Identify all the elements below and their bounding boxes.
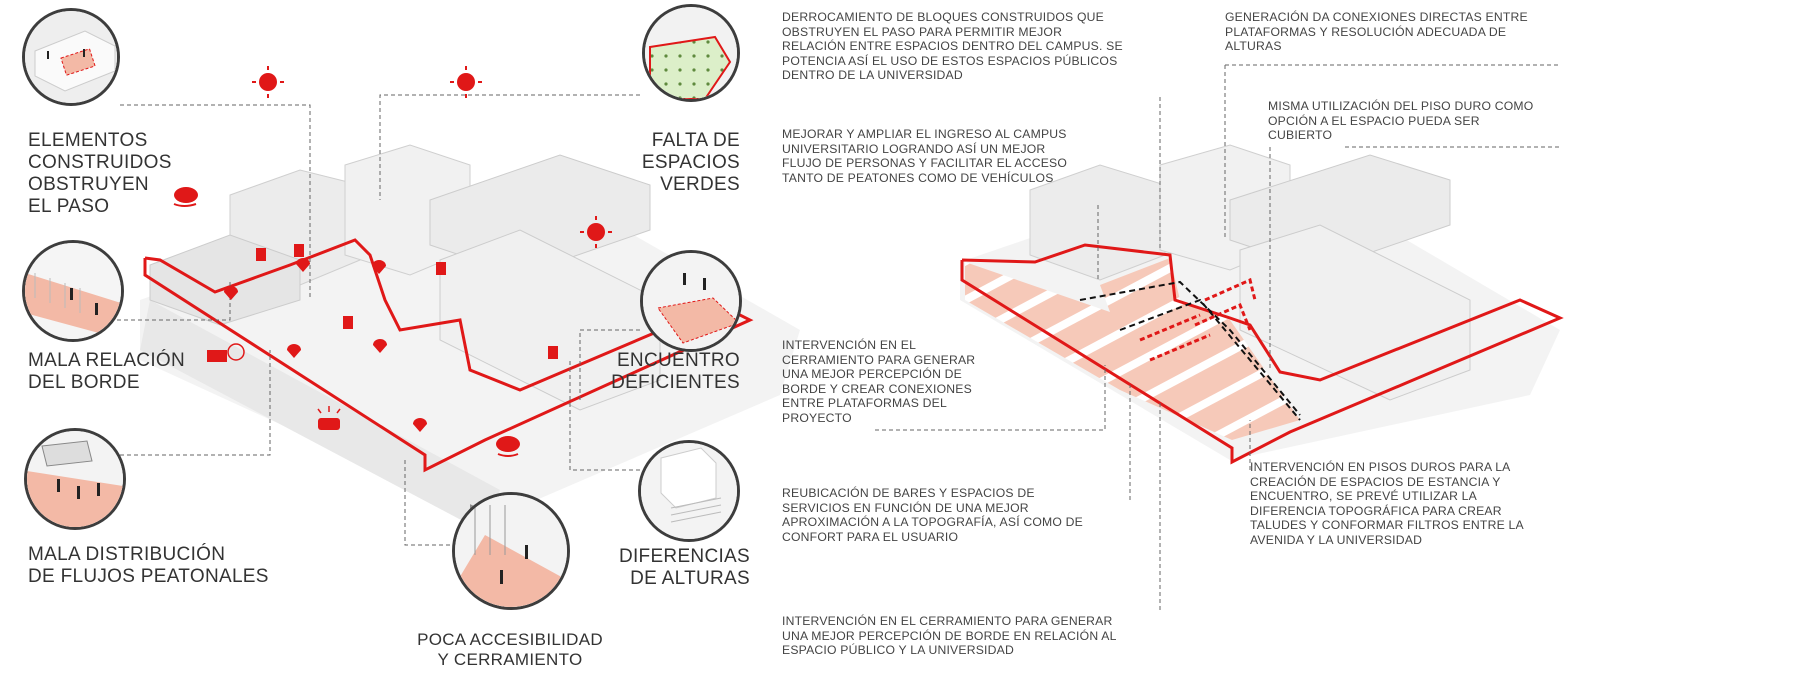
label-green: FALTA DE ESPACIOS VERDES bbox=[560, 130, 740, 196]
label-line: DEFICIENTES bbox=[611, 372, 740, 393]
label-line: DE ALTURAS bbox=[630, 568, 750, 589]
sun-icon bbox=[450, 66, 482, 98]
label-line: DEL BORDE bbox=[28, 372, 140, 393]
note-line: DERROCAMIENTO DE BLOQUES CONSTRUIDOS QUE bbox=[782, 10, 1104, 24]
note-line: OBSTRUYEN EL PASO PARA PERMITIR MEJOR bbox=[782, 24, 1063, 39]
callout-edge bbox=[22, 240, 124, 342]
note-connections: GENERACIÓN DA CONEXIONES DIRECTAS ENTRE … bbox=[1225, 10, 1560, 54]
note-hard-floors-stay: INTERVENCIÓN EN PISOS DUROS PARA LA CREA… bbox=[1250, 460, 1560, 548]
note-line: DIFERENCIA TOPOGRÁFICA PARA CREAR bbox=[1250, 503, 1502, 518]
note-line: SERVICIOS EN FUNCIÓN DE UNA MEJOR bbox=[782, 500, 1029, 515]
note-line: APROXIMACIÓN A LA TOPOGRAFÍA, ASÍ COMO D… bbox=[782, 515, 1084, 530]
note-line: REUBICACIÓN DE BARES Y ESPACIOS DE bbox=[782, 486, 1035, 500]
left-site-boundary bbox=[143, 238, 754, 473]
label-line: OBSTRUYEN bbox=[28, 174, 149, 195]
note-line: BORDE Y CREAR CONEXIONES bbox=[782, 381, 972, 396]
note-line: CREACIÓN DE ESPACIOS DE ESTANCIA Y bbox=[1250, 474, 1501, 489]
right-leader-lines bbox=[875, 64, 1560, 610]
note-line: POTENCIA ASÍ EL USO DE ESTOS ESPACIOS PÚ… bbox=[782, 53, 1118, 68]
note-line: PLATAFORMAS Y RESOLUCIÓN ADECUADA DE bbox=[1225, 24, 1507, 39]
label-edge: MALA RELACIÓN DEL BORDE bbox=[28, 350, 185, 394]
note-line: AVENIDA Y LA UNIVERSIDAD bbox=[1250, 532, 1423, 547]
note-demolition: DERROCAMIENTO DE BLOQUES CONSTRUIDOS QUE… bbox=[782, 10, 1134, 83]
note-line: TALUDES Y CONFORMAR FILTROS ENTRE LA bbox=[1250, 518, 1524, 533]
note-bars: REUBICACIÓN DE BARES Y ESPACIOS DE SERVI… bbox=[782, 486, 1126, 544]
note-line: INTERVENCIÓN EN EL bbox=[782, 338, 917, 352]
label-line: POCA ACCESIBILIDAD bbox=[417, 630, 603, 649]
note-line: FLUJO DE PERSONAS Y FACILITAR EL ACCESO bbox=[782, 156, 1068, 171]
label-obstruction: ELEMENTOS CONSTRUIDOS OBSTRUYEN EL PASO bbox=[28, 130, 172, 218]
label-line: FALTA DE bbox=[651, 130, 740, 151]
label-flows: MALA DISTRIBUCIÓN DE FLUJOS PEATONALES bbox=[28, 544, 269, 588]
right-axonometric bbox=[875, 64, 1564, 610]
right-site-boundary bbox=[960, 243, 1564, 465]
note-line: MEJORAR Y AMPLIAR EL INGRESO AL CAMPUS bbox=[782, 127, 1067, 141]
note-line: PROYECTO bbox=[782, 410, 852, 425]
note-line: INTERVENCIÓN EN PISOS DUROS PARA LA bbox=[1250, 460, 1511, 474]
car-alarm-icon bbox=[317, 406, 341, 430]
label-line: MALA RELACIÓN bbox=[28, 350, 186, 371]
note-line: OPCIÓN A EL ESPACIO PUEDA SER bbox=[1268, 113, 1480, 128]
note-enclosure-platforms: INTERVENCIÓN EN EL CERRAMIENTO PARA GENE… bbox=[782, 338, 1018, 426]
cloud-wind-icon bbox=[173, 187, 198, 207]
callout-green bbox=[642, 4, 740, 102]
right-dashed-connections bbox=[1079, 280, 1301, 416]
left-building-block bbox=[439, 229, 661, 411]
note-line: UNA MEJOR PERCEPCIÓN DE bbox=[782, 367, 962, 382]
label-line: ESPACIOS VERDES bbox=[641, 152, 740, 195]
sun-icon bbox=[580, 216, 612, 248]
left-leader-lines bbox=[110, 94, 640, 546]
callout-flows bbox=[24, 428, 126, 530]
label-line: CONSTRUIDOS bbox=[28, 152, 172, 173]
note-line: ENCUENTRO, SE PREVÉ UTILIZAR LA bbox=[1250, 489, 1477, 504]
callout-obstruction bbox=[22, 8, 120, 106]
callout-meeting bbox=[640, 250, 742, 352]
note-line: ALTURAS bbox=[1225, 39, 1282, 54]
sun-icon bbox=[252, 66, 284, 98]
note-line: MISMA UTILIZACIÓN DEL PISO DURO COMO bbox=[1268, 99, 1534, 113]
note-line: RELACIÓN ENTRE ESPACIOS DENTRO DEL CAMPU… bbox=[782, 39, 1123, 54]
label-heights: DIFERENCIAS DE ALTURAS bbox=[560, 546, 750, 590]
note-hard-floor: MISMA UTILIZACIÓN DEL PISO DURO COMO OPC… bbox=[1268, 99, 1560, 143]
label-line: ELEMENTOS bbox=[28, 130, 148, 151]
label-meeting: ENCUENTRO DEFICIENTES bbox=[560, 350, 740, 394]
note-line: TANTO DE PEATONES COMO DE VEHÍCULOS bbox=[782, 170, 1054, 185]
label-line: MALA DISTRIBUCIÓN bbox=[28, 544, 226, 565]
label-line: Y CERRAMIENTO bbox=[437, 650, 583, 669]
note-line: UNA MEJOR PERCEPCIÓN DE BORDE EN RELACIÓ… bbox=[782, 628, 1117, 643]
right-dashed-connections-2 bbox=[1119, 298, 1301, 421]
note-line: INTERVENCIÓN EN EL CERRAMIENTO PARA GENE… bbox=[782, 614, 1113, 628]
callout-heights bbox=[638, 440, 740, 542]
note-enclosure-public: INTERVENCIÓN EN EL CERRAMIENTO PARA GENE… bbox=[782, 614, 1160, 658]
note-line: CERRAMIENTO PARA GENERAR bbox=[782, 352, 976, 367]
vehicle-icon bbox=[207, 343, 245, 362]
label-line: DE FLUJOS PEATONALES bbox=[28, 566, 269, 587]
note-line: GENERACIÓN DA CONEXIONES DIRECTAS ENTRE bbox=[1225, 10, 1528, 24]
note-line: ENTRE PLATAFORMAS DEL bbox=[782, 396, 947, 411]
right-red-ramps bbox=[1139, 277, 1257, 362]
note-entrance: MEJORAR Y AMPLIAR EL INGRESO AL CAMPUS U… bbox=[782, 127, 1108, 185]
rain-cloud-icon bbox=[496, 436, 520, 457]
note-line: UNIVERSITARIO LOGRANDO ASÍ UN MEJOR bbox=[782, 141, 1046, 156]
red-marker-icon bbox=[224, 258, 427, 432]
note-line: ESPACIO PÚBLICO Y LA UNIVERSIDAD bbox=[782, 643, 1014, 658]
callout-access bbox=[452, 492, 570, 610]
label-access: POCA ACCESIBILIDAD Y CERRAMIENTO bbox=[405, 630, 615, 670]
label-line: EL PASO bbox=[28, 196, 110, 217]
left-red-markers bbox=[256, 244, 558, 359]
label-line: ENCUENTRO bbox=[616, 350, 740, 371]
note-line: DENTRO DE LA UNIVERSIDAD bbox=[782, 68, 963, 83]
right-hatched-intervention bbox=[965, 258, 1300, 440]
right-building-block bbox=[1239, 224, 1471, 401]
note-line: CUBIERTO bbox=[1268, 128, 1333, 143]
label-line: DIFERENCIAS bbox=[618, 546, 750, 567]
note-line: CONFORT PARA EL USUARIO bbox=[782, 529, 959, 544]
